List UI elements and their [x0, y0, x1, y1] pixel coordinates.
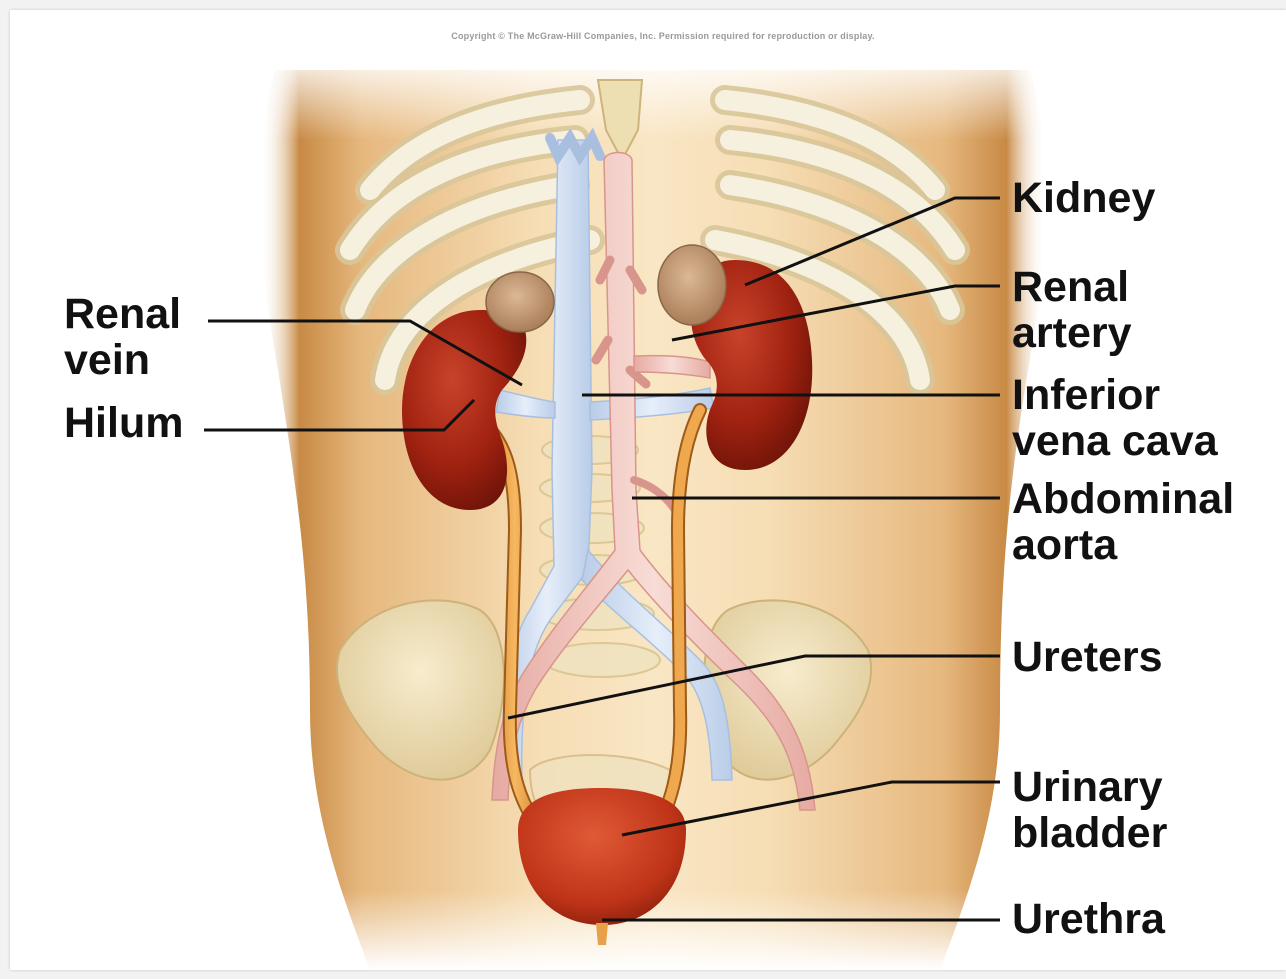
label-urethra: Urethra [1012, 896, 1165, 942]
label-renal-artery: Renal artery [1012, 264, 1132, 356]
label-inferior-vena-cava: Inferior vena cava [1012, 372, 1218, 464]
slide: Copyright © The McGraw-Hill Companies, I… [10, 10, 1286, 970]
left-adrenal-gland [486, 272, 554, 332]
label-kidney: Kidney [1012, 175, 1155, 221]
label-abdominal-aorta: Abdominal aorta [1012, 476, 1234, 568]
label-ureters: Ureters [1012, 634, 1163, 680]
label-urinary-bladder: Urinary bladder [1012, 764, 1167, 856]
label-renal-vein: Renal vein [64, 291, 181, 383]
right-adrenal-gland [658, 245, 726, 325]
urethra [596, 923, 608, 945]
label-hilum: Hilum [64, 400, 183, 446]
